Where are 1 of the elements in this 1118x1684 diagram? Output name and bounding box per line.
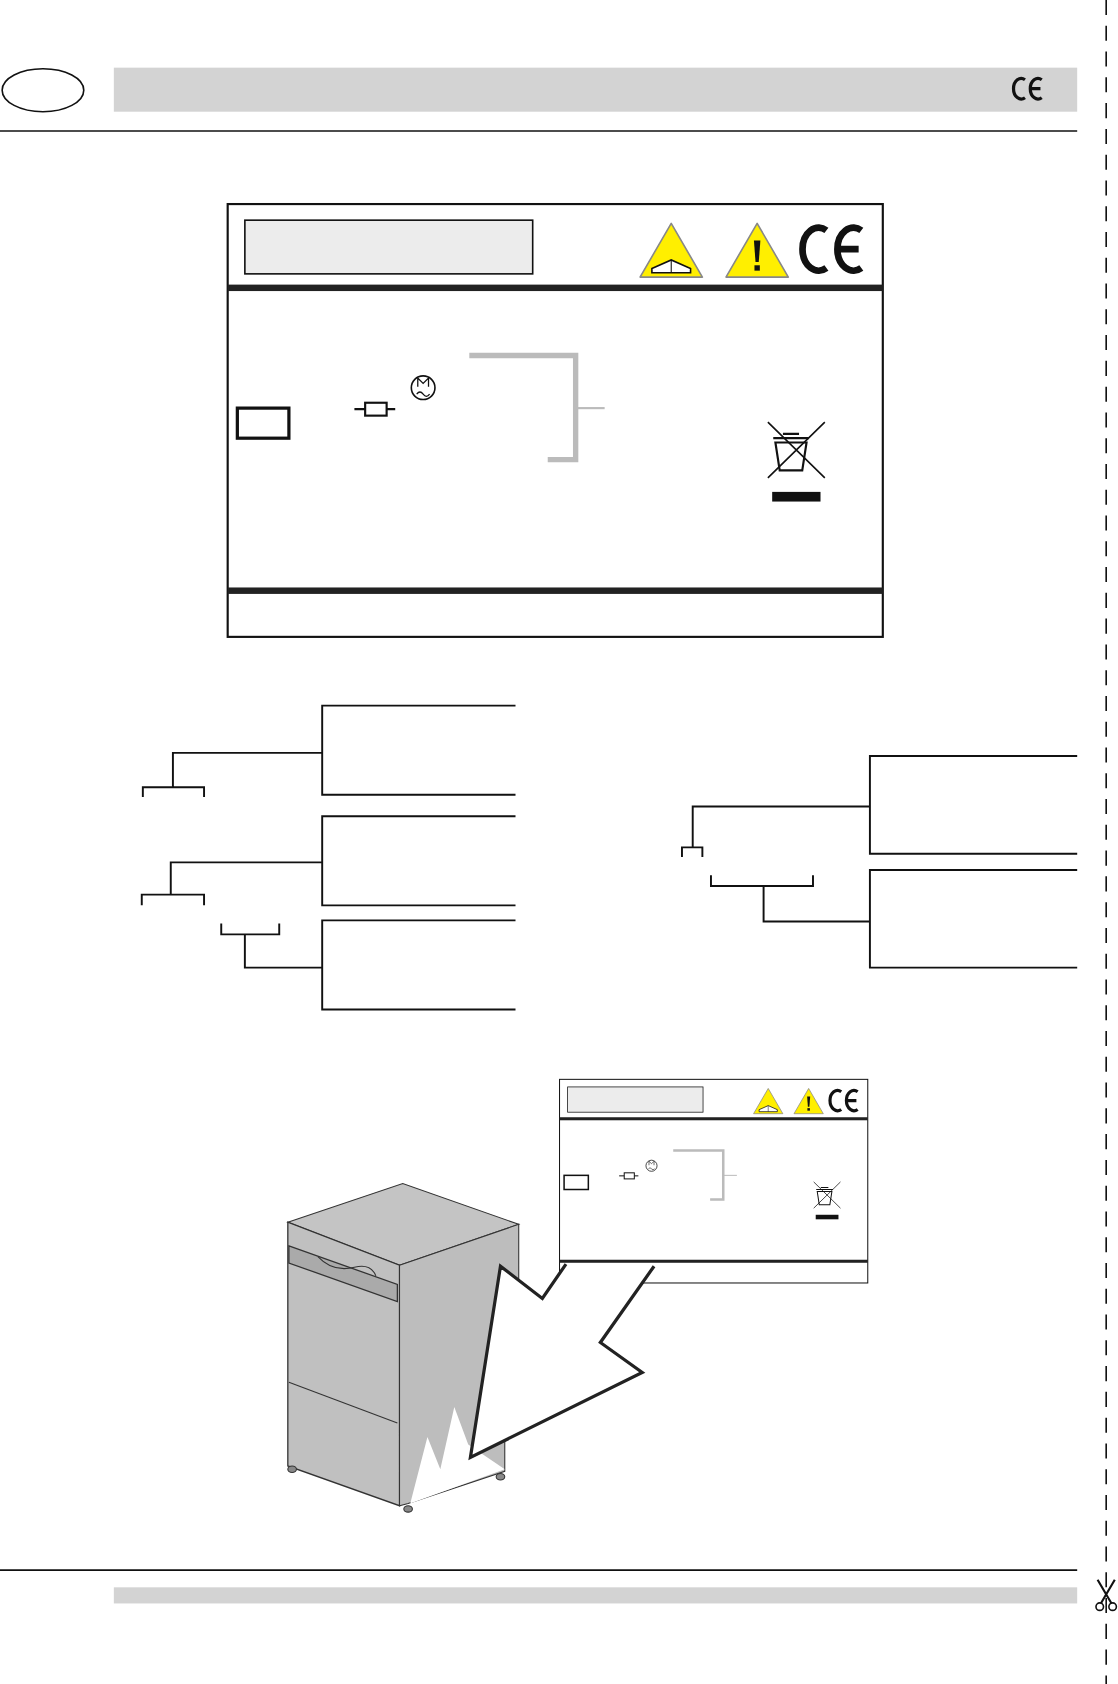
country-badge bbox=[1, 67, 85, 113]
